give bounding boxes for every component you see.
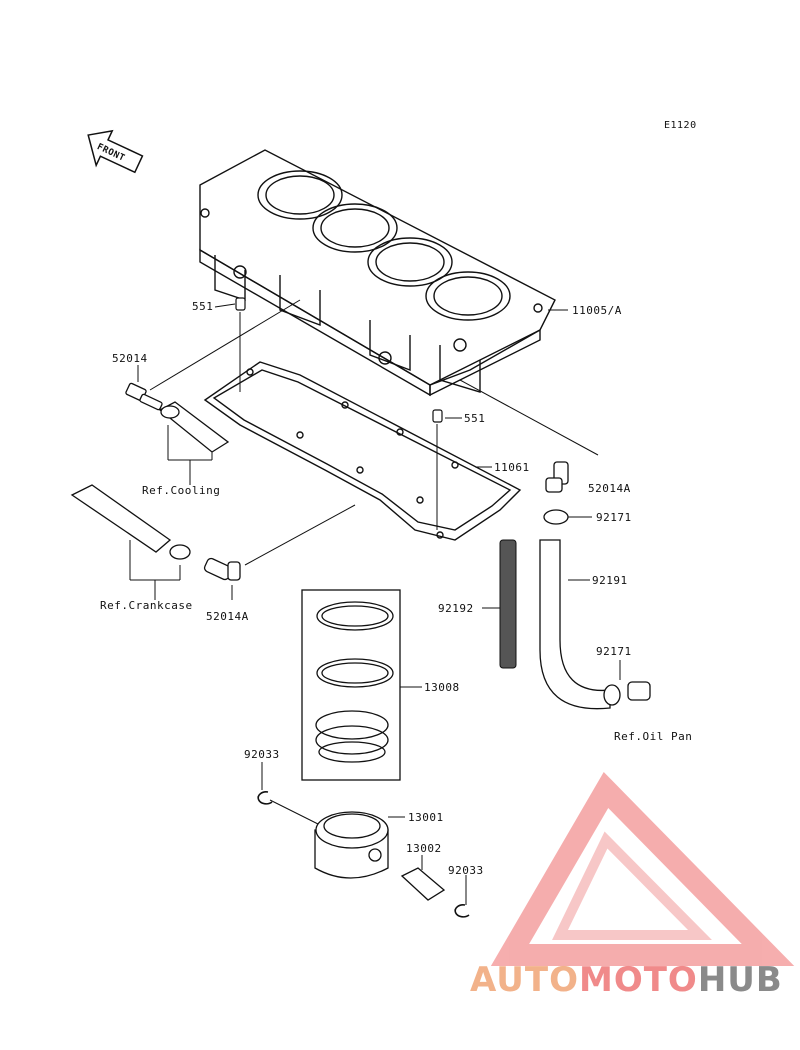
dowel-pin — [235, 297, 443, 423]
ref-crankcase-label: Ref.Crankcase — [100, 599, 193, 612]
hose-clamp — [160, 405, 651, 706]
ref-cooling-label: Ref.Cooling — [142, 484, 221, 497]
label-92171-top: 92171 — [596, 511, 632, 524]
label-52014a-right: 52014A — [588, 482, 631, 495]
label-551-mid: 551 — [464, 412, 486, 425]
coil-pipe — [499, 539, 517, 669]
watermark-logo-icon — [490, 772, 795, 966]
piston-ring-set — [301, 589, 401, 781]
label-52014a-left: 52014A — [206, 610, 249, 623]
label-92033-left: 92033 — [244, 748, 280, 761]
label-92192: 92192 — [438, 602, 474, 615]
diagram-code: E1120 — [664, 120, 697, 131]
label-92033-right: 92033 — [448, 864, 484, 877]
watermark-part-hub: HUB — [697, 960, 783, 1000]
watermark-brand: AUTOMOTOHUB — [470, 960, 783, 1000]
ref-oil-pan-label: Ref.Oil Pan — [614, 730, 693, 743]
label-11061: 11061 — [494, 461, 530, 474]
circlip — [257, 791, 470, 918]
label-11005: 11005/A — [572, 304, 622, 317]
hose — [70, 401, 611, 710]
label-13002: 13002 — [406, 842, 442, 855]
label-92171-bottom: 92171 — [596, 645, 632, 658]
cylinder-gasket — [203, 361, 522, 541]
label-52014: 52014 — [112, 352, 148, 365]
label-551-top: 551 — [192, 300, 214, 313]
watermark-part-moto: MOTO — [578, 960, 698, 1000]
cylinder-block — [199, 149, 556, 397]
watermark-part-auto: AUTO — [470, 960, 579, 1000]
label-13001: 13001 — [408, 811, 444, 824]
label-92191: 92191 — [592, 574, 628, 587]
piston — [314, 811, 389, 879]
front-arrow-icon — [87, 129, 144, 174]
piston-pin — [400, 867, 446, 901]
label-13008: 13008 — [424, 681, 460, 694]
elbow-fitting — [125, 382, 569, 581]
